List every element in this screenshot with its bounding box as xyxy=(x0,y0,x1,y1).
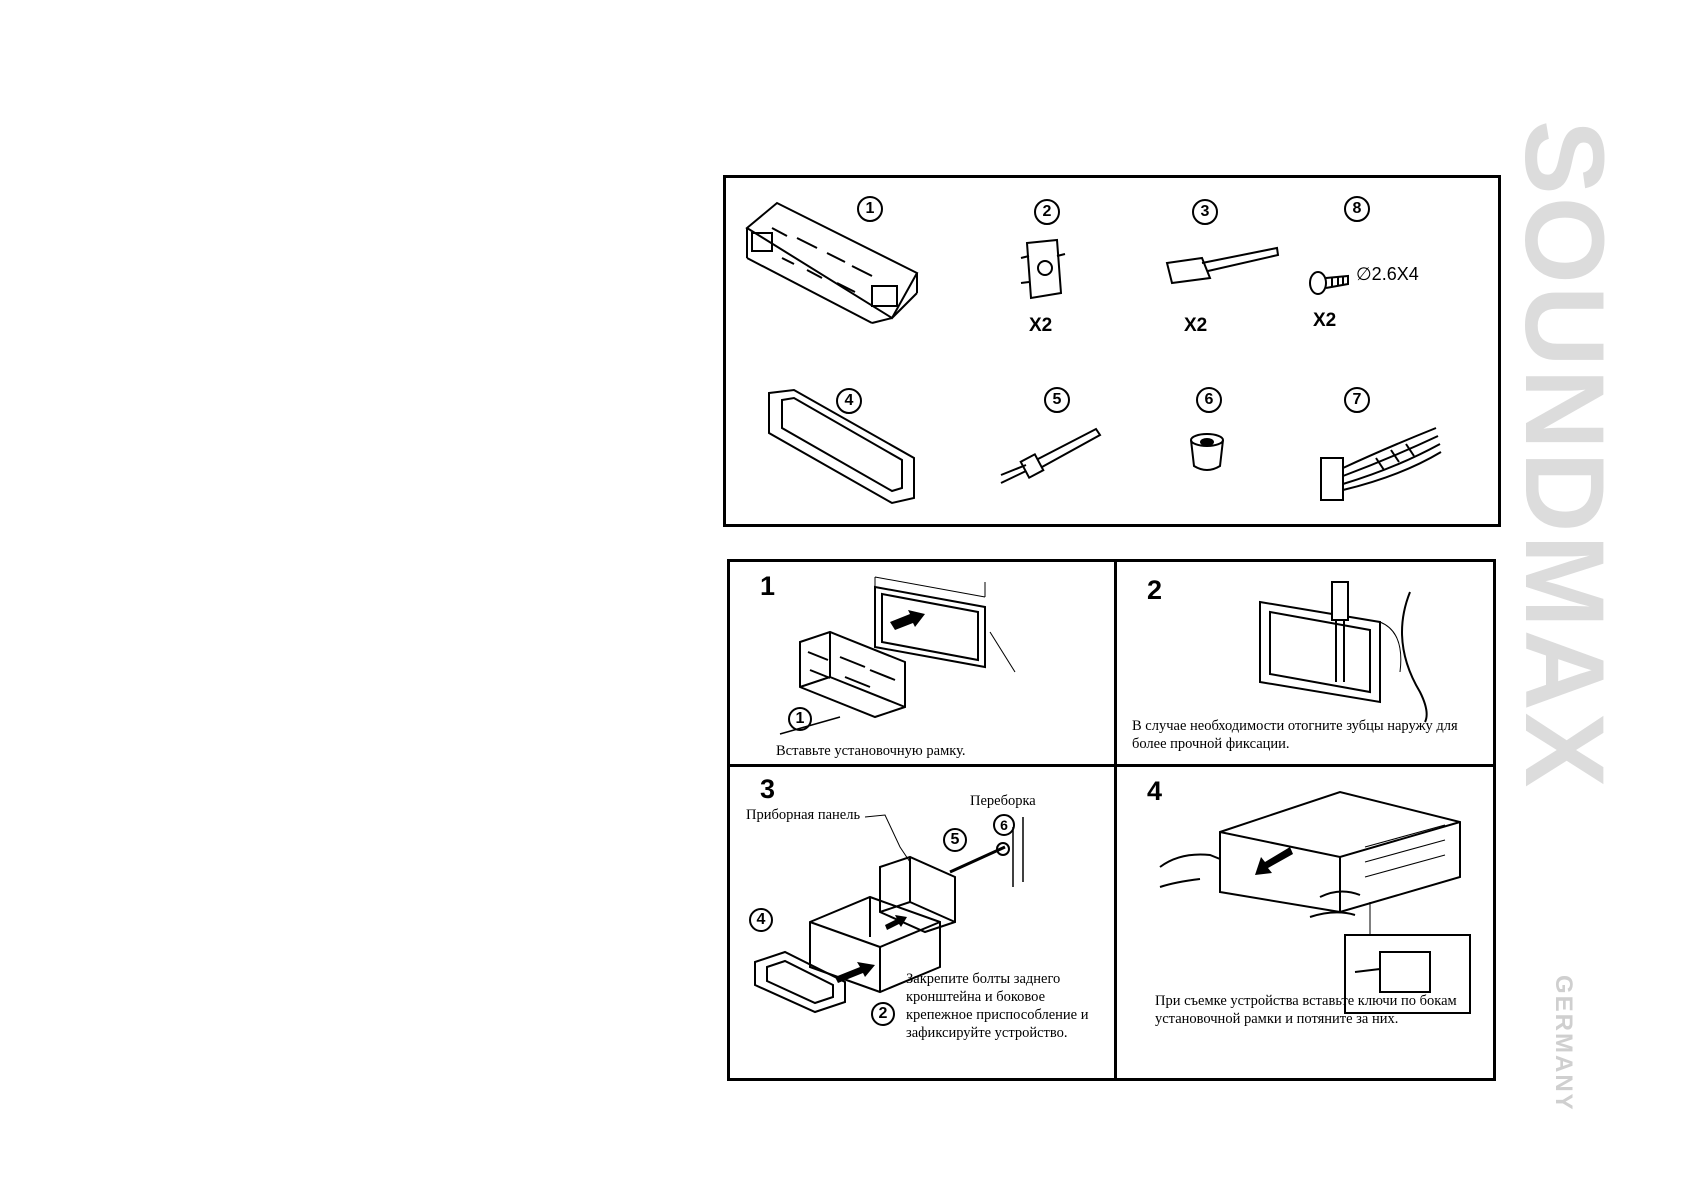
clip-illustration xyxy=(1020,238,1066,300)
part-number-3: 3 xyxy=(1192,199,1218,225)
step-4-caption: При съемке устройства вставьте ключи по … xyxy=(1155,993,1457,1027)
bolt-illustration xyxy=(1000,427,1102,484)
step-3-part-label-2: 2 xyxy=(871,1002,895,1026)
step-3-label-wall: Переборка xyxy=(970,793,1036,809)
screw-illustration xyxy=(1309,271,1349,295)
part-number-2: 2 xyxy=(1034,199,1060,225)
step-4-illustration xyxy=(1159,790,1471,1014)
step-3-caption: Закрепите болты заднего кронштейна и бок… xyxy=(906,971,1089,1041)
step-3-number: 3 xyxy=(760,774,776,804)
step-1-part-label: 1 xyxy=(788,707,812,731)
step-3-label-panel: Приборная панель xyxy=(746,807,861,823)
steps-divider-vertical xyxy=(1114,562,1117,1078)
step-2-illustration xyxy=(1259,581,1428,723)
part-number-5: 5 xyxy=(1044,387,1070,413)
brand-subtitle: GERMANY xyxy=(1550,975,1577,1112)
wiring-harness-illustration xyxy=(1320,427,1442,501)
step-3-part-label-6: 6 xyxy=(993,814,1015,836)
step-3-part-label-5: 5 xyxy=(943,828,967,852)
part-8-quantity: X2 xyxy=(1313,310,1337,331)
step-2-number: 2 xyxy=(1147,575,1163,605)
step-3-illustration xyxy=(754,814,1024,1014)
part-number-6: 6 xyxy=(1196,387,1222,413)
brand-logo: SOUNDMAX xyxy=(1502,120,1627,790)
part-2-quantity: X2 xyxy=(1029,315,1053,336)
part-number-7: 7 xyxy=(1344,387,1370,413)
step-1-number: 1 xyxy=(760,571,776,601)
trim-frame-illustration xyxy=(768,388,915,505)
step-1-illustration xyxy=(779,576,1016,735)
installation-steps-box: 1 1 Вставьте установочную рамку. 2 xyxy=(727,559,1496,1081)
step-2-caption: В случае необходимости отогните зубцы на… xyxy=(1132,718,1458,752)
screw-size-spec: ∅2.6X4 xyxy=(1356,264,1419,284)
part-number-1: 1 xyxy=(857,196,883,222)
parts-list-box: 1 2 X2 3 X2 8 xyxy=(723,175,1501,527)
part-number-4: 4 xyxy=(836,388,862,414)
step-4-number: 4 xyxy=(1147,776,1163,806)
step-3-part-label-4: 4 xyxy=(749,908,773,932)
part-3-quantity: X2 xyxy=(1184,315,1208,336)
step-1-caption: Вставьте установочную рамку. xyxy=(776,743,966,759)
part-number-8: 8 xyxy=(1344,196,1370,222)
nut-illustration xyxy=(1190,433,1224,471)
removal-key-illustration xyxy=(1165,246,1280,285)
steps-divider-horizontal xyxy=(730,764,1493,767)
mounting-sleeve-illustration xyxy=(745,201,919,324)
